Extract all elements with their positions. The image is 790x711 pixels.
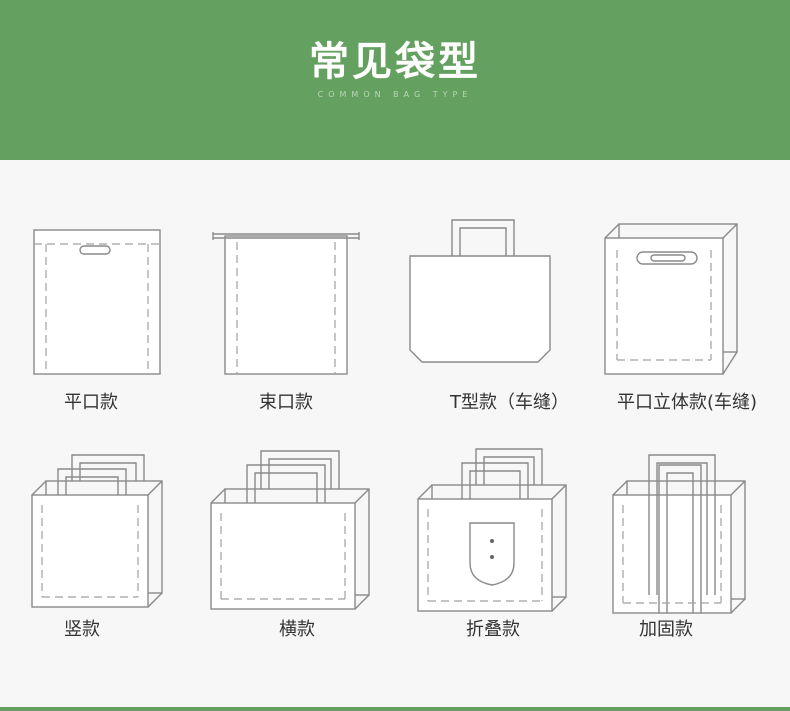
bag-type-label: 折叠款	[466, 619, 520, 640]
flat-3d-bag-icon	[604, 223, 738, 375]
bag-type-label: 束口款	[259, 392, 313, 413]
bag-type-label: 横款	[279, 619, 315, 640]
footer-divider	[0, 707, 790, 711]
bag-type-t-shirt: T型款（车缝）	[400, 210, 590, 430]
page-subtitle: COMMON BAG TYPE	[317, 90, 473, 99]
t-shirt-bag-icon	[409, 219, 551, 363]
bag-type-flat-3d: 平口立体款(车缝)	[595, 210, 785, 430]
bag-type-label: 加固款	[639, 619, 693, 640]
drawstring-bag-icon	[212, 232, 360, 375]
flat-bag-icon	[33, 229, 161, 375]
bag-type-foldable: 折叠款	[410, 445, 600, 655]
header-banner: 常见袋型 COMMON BAG TYPE	[0, 0, 790, 160]
bag-type-label: 平口立体款(车缝)	[617, 392, 758, 413]
bag-type-label: 竖款	[64, 619, 100, 640]
bag-type-flat: 平口款	[20, 210, 210, 430]
bag-type-vertical: 竖款	[20, 445, 210, 655]
bag-type-label: 平口款	[64, 392, 118, 413]
vertical-tote-icon	[31, 454, 163, 608]
horizontal-tote-icon	[210, 450, 370, 610]
foldable-tote-icon	[417, 448, 567, 612]
reinforced-tote-icon	[612, 454, 746, 614]
bag-type-label: T型款（车缝）	[450, 392, 569, 413]
bag-type-reinforced: 加固款	[605, 445, 790, 655]
bag-type-horizontal: 横款	[205, 445, 395, 655]
page-title: 常见袋型	[309, 39, 481, 85]
bag-type-drawstring: 束口款	[205, 210, 395, 430]
